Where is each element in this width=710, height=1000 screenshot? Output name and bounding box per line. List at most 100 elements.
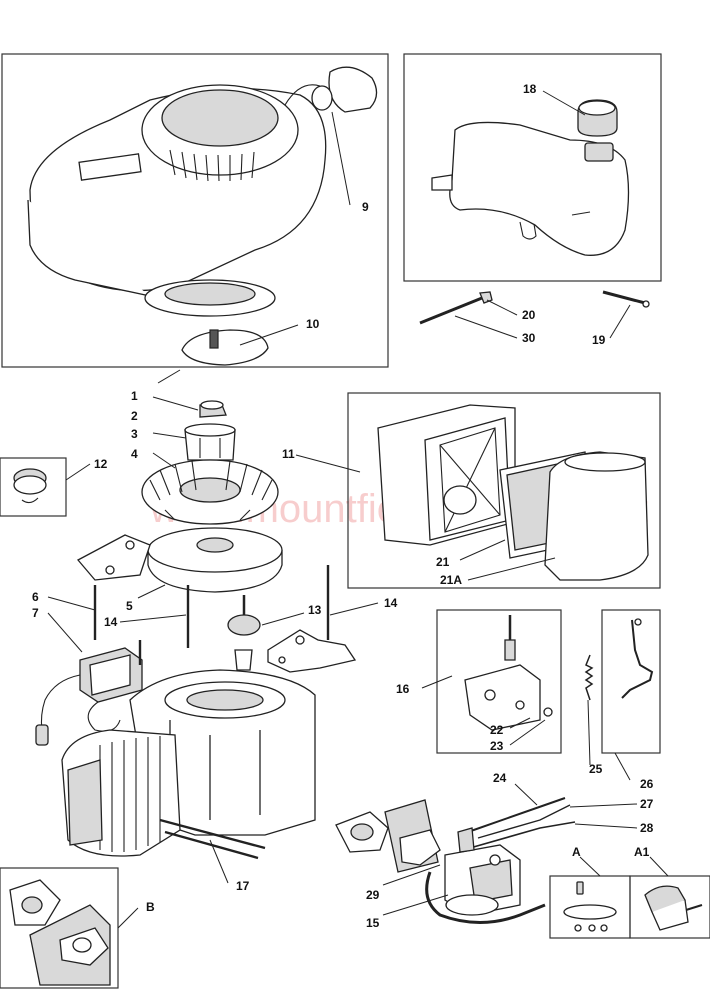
label-7: 7	[32, 606, 39, 620]
label-15: 15	[366, 916, 380, 930]
label-3: 3	[131, 427, 138, 441]
label-23: 23	[490, 739, 504, 753]
label-2: 2	[131, 409, 138, 423]
label-13: 13	[308, 603, 322, 617]
starter-cup[interactable]	[181, 329, 269, 366]
flywheel[interactable]	[147, 527, 283, 593]
kit-a1[interactable]	[644, 885, 703, 931]
starter-assembly-box	[1, 53, 389, 368]
leader-30	[454, 315, 518, 339]
bracket-13-14[interactable]	[267, 629, 357, 673]
label-12: 12	[94, 457, 108, 471]
leader-13	[261, 612, 305, 626]
leader-14b	[329, 602, 379, 616]
leader-29	[382, 864, 441, 886]
leader-7	[47, 612, 83, 653]
leader-23	[509, 719, 546, 746]
governor-bracket-16[interactable]	[464, 615, 553, 731]
gasket-kit[interactable]	[9, 879, 111, 986]
leader-26	[614, 752, 631, 781]
label-28: 28	[640, 821, 654, 835]
air-filter-box	[347, 392, 661, 589]
fuel-tank[interactable]	[431, 121, 630, 256]
leader-15	[382, 894, 449, 916]
linkage-rod-28[interactable]	[469, 821, 576, 849]
spring-25[interactable]	[584, 654, 594, 701]
label-1: 1	[131, 389, 138, 403]
label-4: 4	[131, 447, 138, 461]
leader-14a	[119, 614, 187, 623]
carburettor[interactable]	[444, 827, 521, 916]
governor-arm-13[interactable]	[227, 595, 261, 671]
head-bolts-17[interactable]	[159, 818, 266, 860]
label-14b: 14	[384, 596, 398, 610]
air-filter-housing[interactable]	[377, 404, 516, 546]
leader-6	[47, 596, 96, 611]
leader-24	[514, 783, 538, 806]
cylinder-head[interactable]	[61, 729, 181, 857]
label-10: 10	[306, 317, 320, 331]
leader-11	[295, 454, 361, 473]
leader-a	[579, 856, 601, 877]
leader-5	[137, 584, 166, 599]
label-30: 30	[522, 331, 536, 345]
label-20: 20	[522, 308, 536, 322]
label-5: 5	[126, 599, 133, 613]
leader-19	[609, 304, 631, 339]
bolt-20-30[interactable]	[419, 291, 493, 325]
linkage-rod-24[interactable]	[467, 797, 566, 833]
label-a1: A1	[634, 845, 650, 859]
label-9: 9	[362, 200, 369, 214]
leader-10	[239, 324, 299, 346]
leader-9	[331, 111, 351, 206]
leader-a1	[649, 856, 669, 877]
leader-b	[117, 907, 139, 929]
starter-pulley[interactable]	[184, 423, 236, 461]
label-a: A	[572, 845, 581, 859]
part-12[interactable]	[13, 468, 47, 504]
fuel-cap[interactable]	[577, 99, 618, 137]
label-17: 17	[236, 879, 250, 893]
ignition-coil[interactable]	[35, 647, 143, 746]
cooling-fan[interactable]	[141, 459, 279, 525]
leader-12	[65, 463, 91, 481]
leader-20	[486, 299, 518, 316]
starter-handle[interactable]	[284, 66, 378, 113]
fuel-hose[interactable]	[425, 871, 546, 924]
linkage-rod-27[interactable]	[477, 804, 571, 839]
flywheel-cover-plate[interactable]	[76, 534, 151, 581]
leader-18	[542, 90, 586, 116]
air-filter-cover[interactable]	[544, 451, 649, 581]
label-21: 21	[436, 555, 450, 569]
label-16: 16	[396, 682, 410, 696]
fuel-tank-box	[403, 53, 662, 282]
label-18: 18	[523, 82, 537, 96]
leader-22	[509, 717, 531, 729]
leader-25	[587, 699, 591, 766]
leader-27	[569, 803, 638, 808]
coil-bolts[interactable]	[93, 585, 142, 665]
label-11: 11	[282, 447, 295, 461]
leader-21a	[467, 557, 556, 581]
intake-gasket[interactable]	[335, 799, 441, 873]
label-21a: 21A	[440, 573, 462, 587]
label-27: 27	[640, 797, 654, 811]
recoil-starter-housing[interactable]	[27, 84, 327, 317]
leader-3	[152, 432, 187, 439]
leader-1	[157, 369, 181, 384]
label-26: 26	[640, 777, 654, 791]
stud-14[interactable]	[186, 565, 330, 648]
label-24: 24	[493, 771, 507, 785]
kit-a[interactable]	[563, 881, 617, 932]
throttle-lever-26[interactable]	[621, 618, 654, 699]
bolt-19[interactable]	[602, 290, 650, 308]
label-19: 19	[592, 333, 606, 347]
flywheel-nut[interactable]	[199, 400, 227, 418]
leader-16	[421, 675, 453, 689]
throttle-lever-box	[601, 609, 661, 754]
leader-4	[152, 452, 176, 469]
label-6: 6	[32, 590, 39, 604]
label-25: 25	[589, 762, 603, 776]
leader-21	[459, 539, 506, 561]
